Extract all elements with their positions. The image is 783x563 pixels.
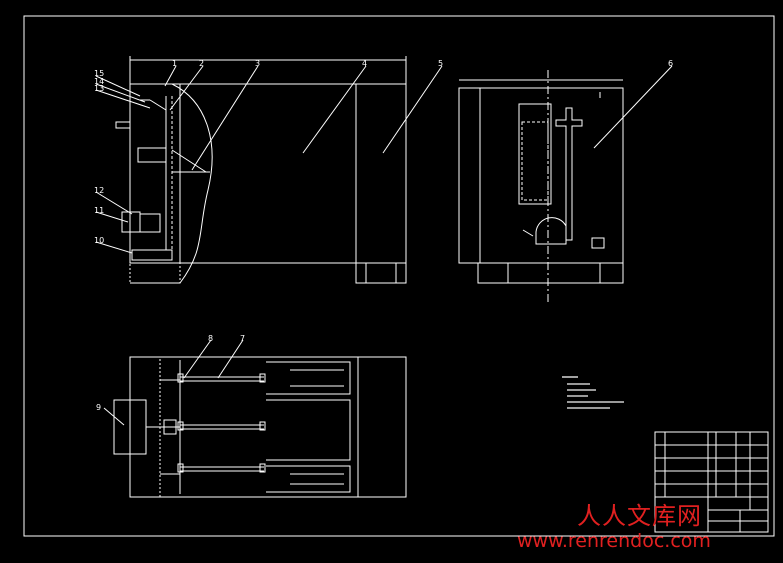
sheet-border	[23, 15, 775, 537]
callout-13: 13	[94, 84, 104, 93]
leader-lines	[95, 65, 673, 426]
callout-6: 6	[668, 59, 673, 68]
callout-numbers: 1 2 3 4 5 6 7 8 9 10 11 12 13 14 15	[94, 59, 673, 412]
callout-9: 9	[96, 403, 101, 412]
front-view	[115, 56, 407, 284]
callout-1: 1	[172, 59, 177, 68]
callout-11: 11	[94, 206, 104, 215]
callout-4: 4	[362, 59, 367, 68]
watermark-brand: 人人文库网	[577, 502, 702, 530]
callout-12: 12	[94, 186, 104, 195]
callout-15: 15	[94, 69, 104, 78]
title-block	[654, 431, 769, 533]
callout-5: 5	[438, 59, 443, 68]
side-view	[458, 70, 624, 305]
callout-2: 2	[199, 59, 204, 68]
callout-14: 14	[94, 77, 104, 86]
watermark-url[interactable]: www.renrendoc.com	[517, 530, 711, 552]
callout-10: 10	[94, 236, 104, 245]
plan-view	[113, 356, 407, 498]
technical-notes	[562, 376, 624, 409]
callout-8: 8	[208, 334, 213, 343]
callout-7: 7	[240, 334, 245, 343]
callout-3: 3	[255, 59, 260, 68]
